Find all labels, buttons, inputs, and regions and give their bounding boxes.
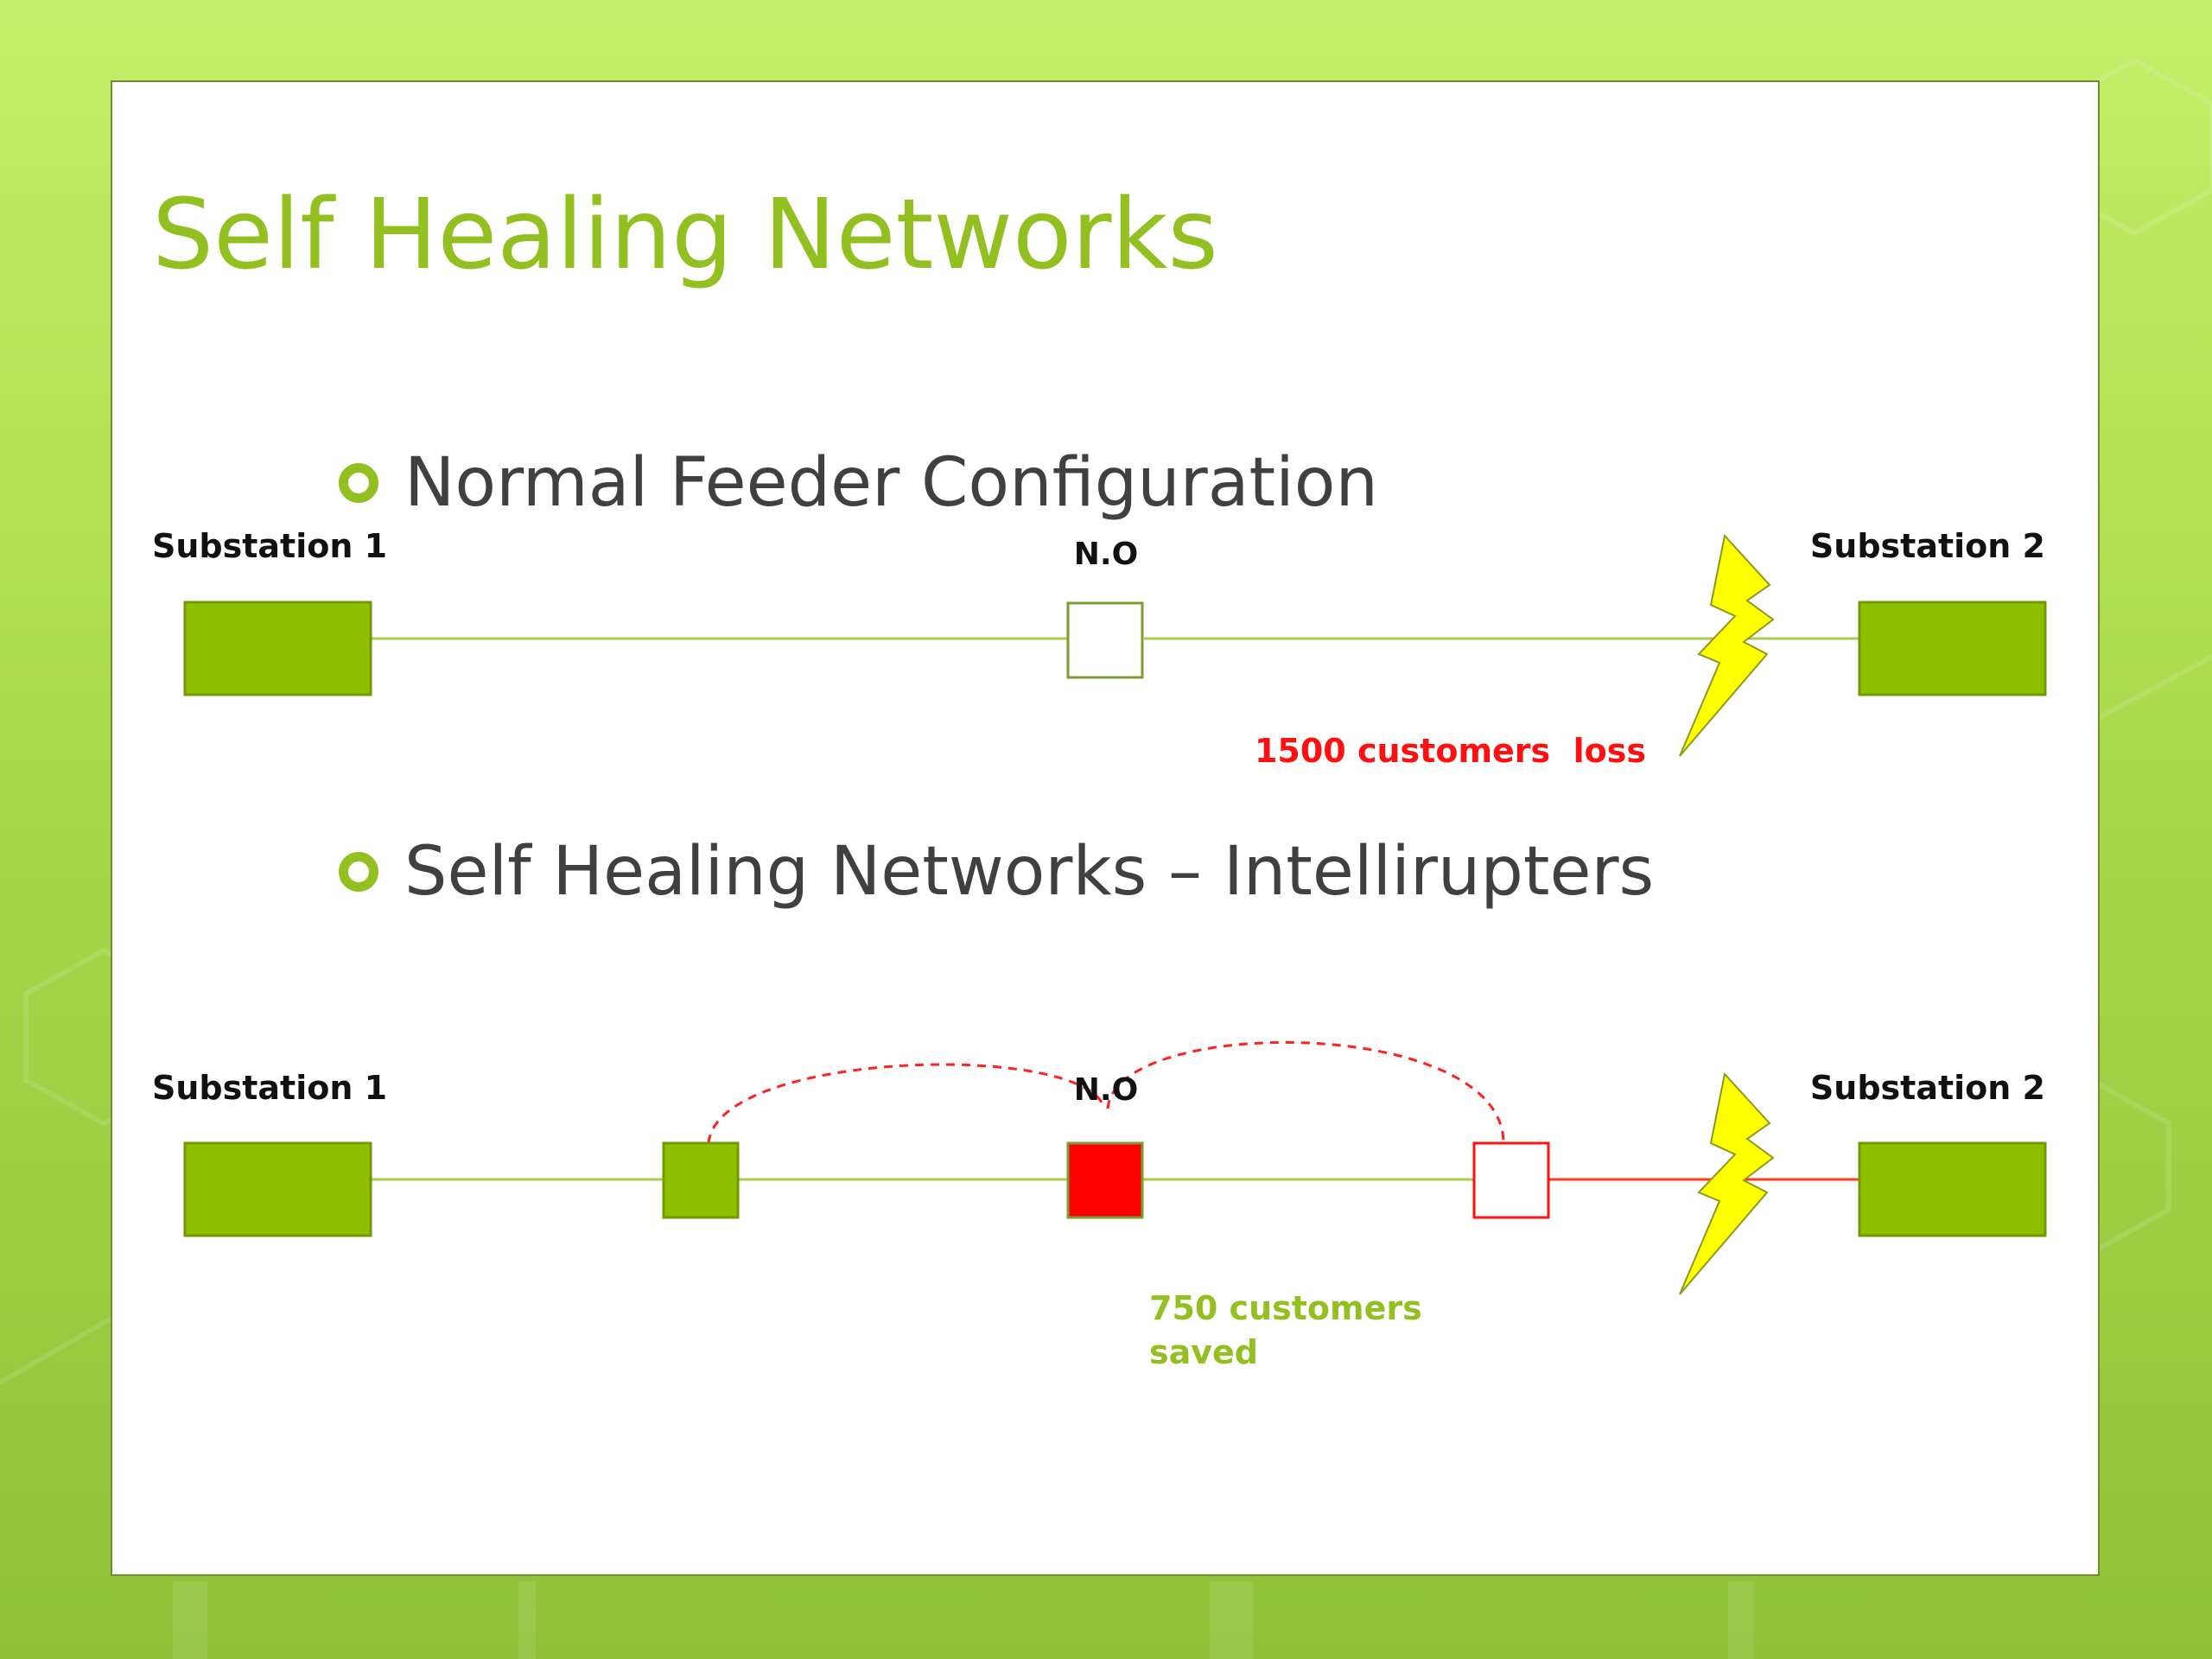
customers-loss-label: 1500 customers loss [1255,732,1646,770]
substation-2-block [1858,601,2047,696]
substation-1-label: Substation 1 [152,527,387,565]
substation-2-label: Substation 2 [1810,527,2045,565]
lightning-bolt-icon [1679,1071,1775,1295]
slide-title: Self Healing Networks [152,179,1218,291]
ring-bullet-icon [339,463,378,503]
normally-open-switch [1066,601,1144,679]
lightning-bolt-icon [1679,533,1775,757]
normally-open-switch-closed [1066,1141,1144,1219]
substation-2-label: Substation 2 [1810,1069,2045,1107]
bullet-text-normal-feeder: Normal Feeder Configuration [404,444,1378,522]
substation-1-label: Substation 1 [152,1069,387,1107]
normal-feeder-diagram: Substation 1 Substation 2 N.O 1500 custo… [152,527,2047,770]
customers-saved-label-line-1: 750 customers [1149,1289,1422,1327]
intellirupter-opened [1472,1141,1550,1219]
normally-open-label: N.O [1074,537,1138,572]
self-healing-diagram: Substation 1 Substation 2 N.O 750 custom… [152,1041,2047,1371]
normally-open-label: N.O [1074,1072,1138,1108]
customers-saved-label-line-2: saved [1149,1333,1258,1371]
ring-bullet-icon [339,852,378,892]
substation-1-block [183,601,372,696]
bullet-text-self-healing: Self Healing Networks – Intellirupters [404,833,1655,911]
communication-link-left [707,1063,1106,1144]
bullet-normal-feeder: Normal Feeder Configuration [339,449,1378,517]
bullet-self-healing: Self Healing Networks – Intellirupters [339,838,1654,906]
slide: Self Healing Networks Normal Feeder Conf… [111,80,2100,1576]
communication-link-right [1106,1041,1505,1144]
feeder-diagrams: Substation 1 Substation 2 N.O 1500 custo… [152,527,2047,1371]
substation-2-block [1858,1141,2047,1237]
substation-1-block [183,1141,372,1237]
intellirupter-closed [662,1141,740,1219]
